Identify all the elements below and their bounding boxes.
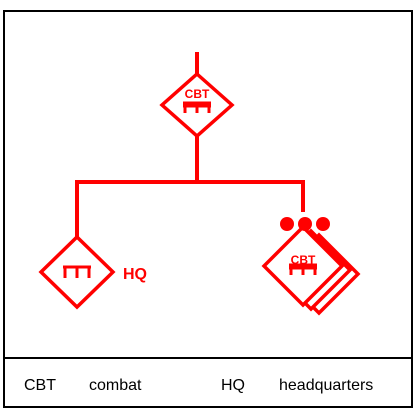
left-unit-side-label: HQ: [123, 266, 147, 283]
legend: CBT combat HQ headquarters: [5, 359, 411, 408]
echelon-dot-icon: [280, 217, 294, 231]
echelon-dot-icon: [298, 217, 312, 231]
legend-abbr-cbt: CBT: [24, 377, 56, 394]
top-unit-symbol: CBT: [159, 71, 235, 139]
org-chart: CBT HQ CBT: [38, 52, 361, 316]
echelon-dot-icon: [316, 217, 330, 231]
diagram-frame: CBT HQ CBT CBT combat HQ headquart: [3, 10, 413, 408]
hq-glyph-icon: [63, 265, 91, 278]
right-unit-symbol: CBT: [261, 217, 361, 316]
combat-glyph-icon: [289, 263, 317, 275]
legend-meaning-headquarters: headquarters: [279, 377, 374, 394]
echelon-dots-icon: [280, 217, 330, 231]
left-unit-symbol: HQ: [38, 234, 147, 310]
legend-abbr-hq: HQ: [221, 377, 245, 394]
combat-glyph-icon: [183, 101, 211, 113]
legend-meaning-combat: combat: [89, 377, 142, 394]
top-unit-label: CBT: [185, 87, 210, 101]
connector-lines: [75, 52, 305, 237]
legend-divider: [5, 357, 411, 359]
